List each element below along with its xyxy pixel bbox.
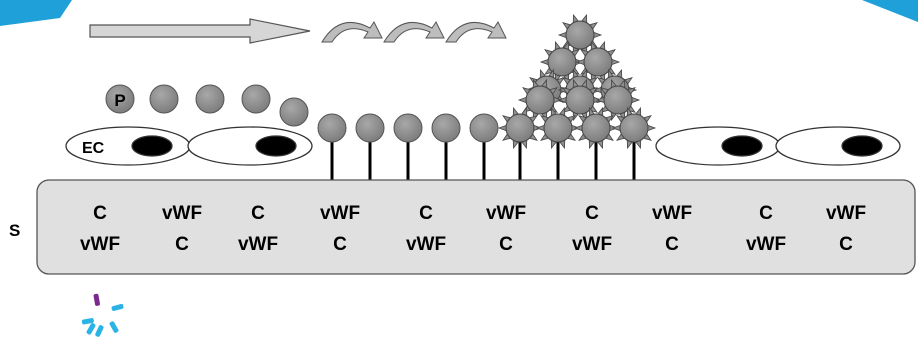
endothelial-cell-label: EC xyxy=(82,140,105,157)
adhered-platelet xyxy=(355,113,385,143)
matrix-label-top: vWF xyxy=(486,203,526,224)
adhered-platelets xyxy=(317,113,499,180)
adhered-platelet xyxy=(469,113,499,143)
rolling-arrow-1 xyxy=(321,21,383,43)
matrix-label-top: C xyxy=(419,203,433,224)
platelet-aggregate xyxy=(497,13,657,180)
rolling-arrows xyxy=(321,21,507,43)
activated-platelet xyxy=(517,78,563,122)
adhered-platelet xyxy=(393,113,423,143)
platelet xyxy=(105,84,135,114)
matrix-label-bottom: vWF xyxy=(80,234,120,255)
matrix-label-bottom: C xyxy=(333,234,347,255)
cell-nucleus xyxy=(255,135,297,157)
activated-platelet xyxy=(497,106,543,150)
matrix-label-top: C xyxy=(251,203,265,224)
rolling-arrow-2 xyxy=(383,21,445,43)
platelet xyxy=(279,97,309,127)
matrix-label-bottom: C xyxy=(665,234,679,255)
platelet xyxy=(241,84,271,114)
matrix-label-bottom: vWF xyxy=(238,234,278,255)
activated-platelet xyxy=(611,106,657,150)
activated-platelet xyxy=(573,106,619,150)
matrix-label-bottom: vWF xyxy=(406,234,446,255)
matrix-label-top: vWF xyxy=(826,203,866,224)
cell-nucleus xyxy=(721,135,763,157)
matrix-label-bottom: C xyxy=(839,234,853,255)
platelet-label: P xyxy=(114,91,125,110)
subendothelium-label: S xyxy=(9,221,20,240)
matrix-label-bottom: C xyxy=(175,234,189,255)
logo-icon xyxy=(81,293,124,337)
adhered-platelet xyxy=(317,113,347,143)
matrix-label-bottom: C xyxy=(499,234,513,255)
corner-accent-right xyxy=(862,0,918,22)
matrix-label-bottom: vWF xyxy=(572,234,612,255)
matrix-label-top: vWF xyxy=(162,203,202,224)
corner-accent-left xyxy=(0,0,72,26)
matrix-label-top: C xyxy=(93,203,107,224)
cell-nucleus xyxy=(841,135,883,157)
flow-arrow xyxy=(89,18,311,44)
matrix-label-top: C xyxy=(585,203,599,224)
activated-platelet xyxy=(595,78,641,122)
activated-platelet xyxy=(557,78,603,122)
matrix-label-top: vWF xyxy=(320,203,360,224)
subendothelial-matrix xyxy=(36,179,916,275)
matrix-label-bottom: vWF xyxy=(746,234,786,255)
cell-nucleus xyxy=(131,135,173,157)
activated-platelet xyxy=(539,40,585,84)
matrix-label-top: C xyxy=(759,203,773,224)
activated-platelet xyxy=(575,40,621,84)
rolling-arrow-3 xyxy=(445,21,507,43)
endothelial-cells xyxy=(65,126,901,166)
free-platelets xyxy=(105,84,309,127)
platelet xyxy=(149,84,179,114)
activated-platelet xyxy=(535,106,581,150)
matrix-label-top: vWF xyxy=(652,203,692,224)
adhered-platelet xyxy=(431,113,461,143)
platelet xyxy=(195,84,225,114)
